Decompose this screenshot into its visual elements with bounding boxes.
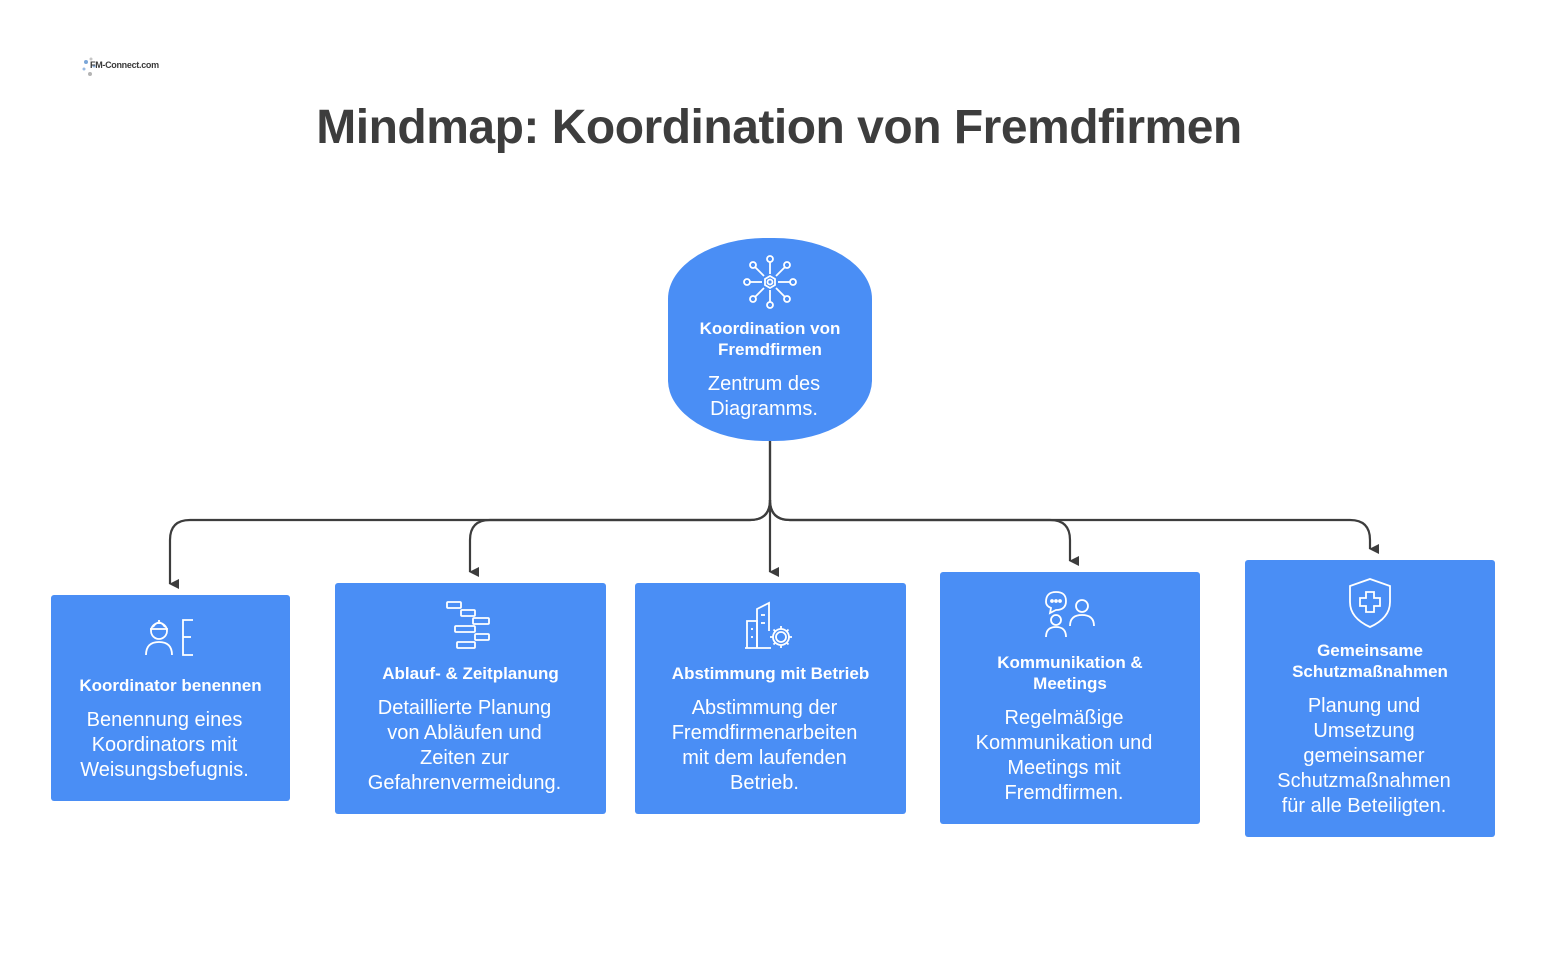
- logo: FM-Connect.com: [80, 54, 159, 82]
- center-title: Koordination von Fremdfirmen: [699, 319, 841, 359]
- shield-cross-icon: [1349, 578, 1391, 628]
- logo-text: FM-Connect.com: [90, 60, 159, 70]
- gantt-chart-icon: [445, 601, 490, 649]
- branch-description: Abstimmung der Fremdfirmenarbeiten mit d…: [671, 697, 858, 794]
- branch-description: Planung und Umsetzung gemeinsamer Schutz…: [1277, 695, 1451, 817]
- center-description: Zentrum des Diagramms.: [707, 373, 821, 420]
- branch-description: Detaillierte Planung von Abläufen und Ze…: [367, 697, 562, 794]
- branch-card-abstimmung[interactable]: Abstimmung mit Betrieb Abstimmung der Fr…: [635, 583, 906, 814]
- branch-description: Regelmäßige Kommunikation und Meetings m…: [975, 707, 1153, 804]
- connector-to-branch-5: [768, 499, 1379, 554]
- connector-to-branch-4: [768, 499, 1079, 566]
- branch-title: Abstimmung mit Betrieb: [671, 664, 870, 683]
- network-hub-icon: [743, 255, 797, 309]
- branch-description: Benennung eines Koordinators mit Weisung…: [80, 709, 249, 781]
- branch-card-ablaufplanung[interactable]: Ablauf- & Zeitplanung Detaillierte Planu…: [335, 583, 606, 814]
- logo-dots-icon: [82, 57, 96, 76]
- branch-title: Gemeinsame Schutzmaßnahmen: [1292, 641, 1448, 681]
- branch-title: Koordinator benennen: [79, 676, 262, 695]
- building-gear-icon: [744, 601, 792, 649]
- center-node[interactable]: Koordination von Fremdfirmen Zentrum des…: [668, 238, 872, 441]
- branch-card-kommunikation[interactable]: Kommunikation & Meetings Regelmäßige Kom…: [940, 572, 1200, 824]
- branch-title: Kommunikation & Meetings: [997, 653, 1143, 693]
- people-chat-icon: [1045, 591, 1095, 638]
- page-title: Mindmap: Koordination von Fremdfirmen: [316, 101, 1242, 154]
- connector-to-branch-2: [468, 499, 772, 577]
- branch-card-schutzmassnahmen[interactable]: Gemeinsame Schutzmaßnahmen Planung und U…: [1245, 560, 1495, 837]
- branch-card-koordinator[interactable]: Koordinator benennen Benennung eines Koo…: [51, 595, 290, 801]
- worker-bracket-icon: [144, 619, 193, 656]
- branch-title: Ablauf- & Zeitplanung: [382, 664, 559, 683]
